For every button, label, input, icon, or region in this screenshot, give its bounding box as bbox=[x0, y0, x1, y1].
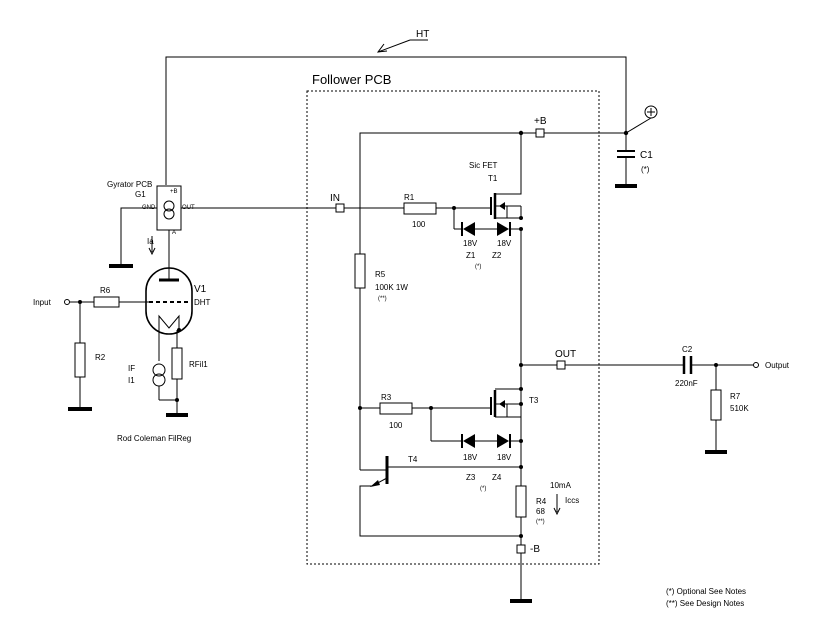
note-design: (**) See Design Notes bbox=[666, 599, 744, 608]
output-terminal bbox=[753, 362, 759, 368]
r5-value: 100K 1W bbox=[375, 283, 408, 292]
resistor-r4 bbox=[515, 485, 527, 518]
t3-ref: T3 bbox=[529, 396, 539, 405]
resistor-rfil1 bbox=[171, 347, 183, 380]
out-terminal bbox=[556, 360, 566, 370]
t4-ref: T4 bbox=[408, 455, 418, 464]
z1-note: (*) bbox=[475, 264, 481, 270]
current-source: T4 R4 68 (**) 10mA Iccs -B bbox=[359, 441, 579, 603]
z3-note: (*) bbox=[480, 486, 486, 492]
r1-ref: R1 bbox=[404, 193, 415, 202]
resistor-r3 bbox=[379, 402, 413, 415]
follower-pcb-outline bbox=[306, 90, 600, 565]
c1-note: (*) bbox=[641, 165, 650, 174]
c1-ref: C1 bbox=[640, 150, 653, 161]
filament-section: IF I1 RFil1 Rod Coleman FilReg bbox=[117, 323, 208, 443]
out-label: OUT bbox=[555, 349, 576, 360]
z1-value: 18V bbox=[463, 239, 478, 248]
t1-ref: T1 bbox=[488, 174, 498, 183]
ia-label: Ia bbox=[147, 237, 154, 246]
r6-ref: R6 bbox=[100, 286, 111, 295]
if-source-icon bbox=[152, 363, 166, 377]
rfil1-ref: RFil1 bbox=[189, 360, 208, 369]
gyrator-ref: G1 bbox=[135, 190, 146, 199]
resistor-r5 bbox=[354, 253, 366, 289]
input-section: Input R6 R2 bbox=[33, 286, 149, 411]
tube-v1: V1 DHT bbox=[145, 267, 211, 335]
lower-follower: R3 100 T3 18V 18V Z3 Z4 (*) bbox=[358, 387, 539, 492]
t1-note: Sic FET bbox=[469, 161, 498, 170]
plus-b-rail: +B bbox=[359, 105, 658, 283]
z3-value: 18V bbox=[463, 453, 478, 462]
zener-z1-icon bbox=[463, 222, 475, 236]
resistor-r7 bbox=[710, 389, 722, 421]
v1-type: DHT bbox=[194, 298, 211, 307]
minus-b-label: -B bbox=[530, 544, 540, 555]
upper-follower: IN R1 100 Sic FET T1 18V 18V Z1 Z2 (*) bbox=[330, 133, 523, 270]
plus-b-label: +B bbox=[534, 116, 547, 127]
r7-value: 510K bbox=[730, 404, 749, 413]
gyrator-pin-plus-b: +B bbox=[170, 189, 178, 195]
output-section: C2 220nF R7 510K Output bbox=[675, 345, 790, 454]
z2-ref: Z2 bbox=[492, 251, 502, 260]
note-optional: (*) Optional See Notes bbox=[666, 587, 746, 596]
v1-ref: V1 bbox=[194, 284, 207, 295]
in-terminal bbox=[335, 203, 345, 213]
r4-ref: R4 bbox=[536, 497, 547, 506]
output-label: Output bbox=[765, 361, 790, 370]
zener-z2-icon bbox=[497, 222, 509, 236]
r5-note: (**) bbox=[378, 296, 387, 302]
z4-value: 18V bbox=[497, 453, 512, 462]
minus-b-terminal bbox=[516, 544, 526, 554]
iccs-label: Iccs bbox=[565, 496, 579, 505]
z3-ref: Z3 bbox=[466, 473, 476, 482]
i1-label: I1 bbox=[128, 376, 135, 385]
gyrator-pin-a: A bbox=[172, 230, 176, 236]
r3-ref: R3 bbox=[381, 393, 392, 402]
follower-pcb-title: Follower PCB bbox=[312, 72, 391, 87]
if-label: IF bbox=[128, 364, 135, 373]
r4-value: 68 bbox=[536, 507, 545, 516]
r7-ref: R7 bbox=[730, 392, 741, 401]
r2-ref: R2 bbox=[95, 353, 106, 362]
r5-ref: R5 bbox=[375, 270, 386, 279]
c2-value: 220nF bbox=[675, 379, 698, 388]
gyrator-source-icon bbox=[163, 200, 175, 212]
r4-note: (**) bbox=[536, 519, 545, 525]
z2-value: 18V bbox=[497, 239, 512, 248]
resistor-r6 bbox=[93, 296, 120, 308]
out-node: OUT bbox=[519, 229, 683, 388]
input-label: Input bbox=[33, 298, 52, 307]
z1-ref: Z1 bbox=[466, 251, 476, 260]
resistor-r1 bbox=[403, 202, 437, 215]
r1-value: 100 bbox=[412, 220, 426, 229]
ht-label: HT bbox=[416, 29, 429, 40]
input-terminal bbox=[64, 299, 70, 305]
in-label: IN bbox=[330, 193, 340, 204]
c2-ref: C2 bbox=[682, 345, 693, 354]
zener-z4-icon bbox=[497, 434, 509, 448]
ht-rail: HT bbox=[165, 29, 627, 185]
gyrator-g1: Gyrator PCB G1 GND +B OUT A Ia bbox=[107, 180, 336, 268]
resistor-r2 bbox=[74, 342, 86, 378]
resistor-r5-group: R5 100K 1W (**) bbox=[354, 253, 408, 463]
zener-z3-icon bbox=[463, 434, 475, 448]
capacitor-c1: C1 (*) bbox=[615, 133, 653, 188]
plus-b-terminal bbox=[535, 128, 545, 138]
r3-value: 100 bbox=[389, 421, 403, 430]
gyrator-title: Gyrator PCB bbox=[107, 180, 152, 189]
iccs-value: 10mA bbox=[550, 481, 572, 490]
z4-ref: Z4 bbox=[492, 473, 502, 482]
filreg-caption: Rod Coleman FilReg bbox=[117, 434, 191, 443]
tube-envelope bbox=[145, 267, 193, 335]
